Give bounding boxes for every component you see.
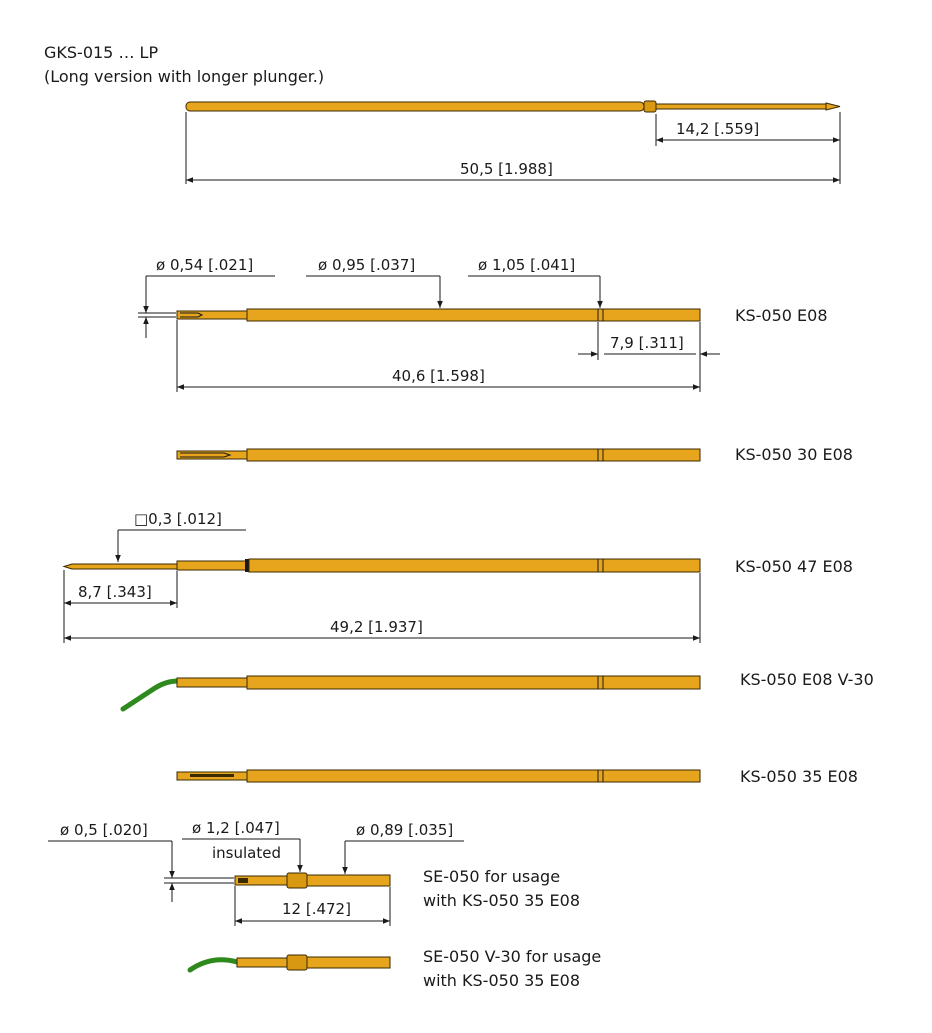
v30-barrel — [246, 675, 701, 690]
ks050-35-e08-probe — [176, 769, 701, 783]
ks050-30-slot — [180, 452, 232, 458]
se050-v30-insulated-bend — [187, 957, 240, 973]
gks-barrel — [185, 101, 645, 112]
ks050-47-plunger — [176, 560, 248, 571]
dim-se-d089: ø 0,89 [.035] — [356, 821, 453, 839]
gks-collar — [643, 100, 657, 113]
dim-total-406: 40,6 [1.598] — [392, 367, 485, 385]
drawing-subtitle: (Long version with longer plunger.) — [44, 67, 324, 86]
gks-total-length: 50,5 [1.988] — [460, 160, 553, 178]
ks050-barrel — [246, 308, 701, 322]
dim-se-d05: ø 0,5 [.020] — [60, 821, 148, 839]
label-se050-line2: with KS-050 35 E08 — [423, 891, 580, 910]
gks-tip-length: 14,2 [.559] — [676, 120, 759, 138]
label-ks050-30-e08: KS-050 30 E08 — [735, 445, 853, 464]
label-ks050-47-e08: KS-050 47 E08 — [735, 557, 853, 576]
gks-dimensions: 14,2 [.559] 50,5 [1.988] — [185, 112, 841, 184]
se050-v30-sleeve — [286, 954, 308, 971]
gks-015-probe — [185, 100, 841, 113]
dim-total-492: 49,2 [1.937] — [330, 618, 423, 636]
se-insulated-note: insulated — [212, 844, 281, 862]
ks050-47-dimensions: □0,3 [.012] 8,7 [.343] 49,2 [1.937] — [63, 510, 701, 643]
ks050-47-e08-probe — [62, 558, 701, 573]
ks050-e08-probe — [176, 308, 701, 322]
ks050-30-e08-probe — [176, 448, 701, 462]
se050-v30-front — [236, 957, 288, 968]
ks050-plunger — [176, 310, 248, 320]
se050-insulation-sleeve — [286, 872, 308, 889]
se050-v30-probe — [187, 954, 391, 973]
se050-probe — [234, 872, 391, 889]
dim-se-d12: ø 1,2 [.047] — [192, 819, 280, 837]
label-ks050-e08: KS-050 E08 — [735, 306, 828, 325]
label-ks050-e08-v30: KS-050 E08 V-30 — [740, 670, 874, 689]
se050-rear — [306, 874, 391, 887]
ks050-e08-dimensions: ø 0,54 [.021] ø 0,95 [.037] ø 1,05 [.041… — [138, 256, 720, 392]
dim-sq-03: □0,3 [.012] — [134, 510, 222, 528]
ks050-30-barrel — [246, 448, 701, 462]
gks-plunger — [655, 103, 827, 110]
label-se050-v30-line1: SE-050 V-30 for usage — [423, 947, 601, 966]
label-ks050-35-e08: KS-050 35 E08 — [740, 767, 858, 786]
ks050-30-plunger — [176, 450, 248, 460]
ks050-e08-v30-probe — [120, 675, 701, 712]
ks050-47-tip — [62, 563, 178, 570]
dim-d095: ø 0,95 [.037] — [318, 256, 415, 274]
dim-d054: ø 0,54 [.021] — [156, 256, 253, 274]
ks050-35-barrel — [246, 769, 701, 783]
ks050-slot — [180, 312, 204, 318]
dim-se-len-12: 12 [.472] — [282, 900, 351, 918]
dim-ring-79: 7,9 [.311] — [610, 334, 684, 352]
label-se050-v30-line2: with KS-050 35 E08 — [423, 971, 580, 990]
label-se050-line1: SE-050 for usage — [423, 867, 560, 886]
gks-tip — [825, 102, 841, 111]
v30-plunger — [176, 677, 248, 688]
se050-dimensions: ø 0,5 [.020] ø 1,2 [.047] insulated ø 0,… — [48, 819, 464, 926]
drawing-title: GKS-015 … LP — [44, 43, 158, 62]
dim-tip-87: 8,7 [.343] — [78, 583, 152, 601]
se050-v30-rear — [306, 956, 391, 969]
ks050-47-barrel — [248, 558, 701, 573]
dim-d105: ø 1,05 [.041] — [478, 256, 575, 274]
v30-insulated-bend — [120, 678, 181, 712]
